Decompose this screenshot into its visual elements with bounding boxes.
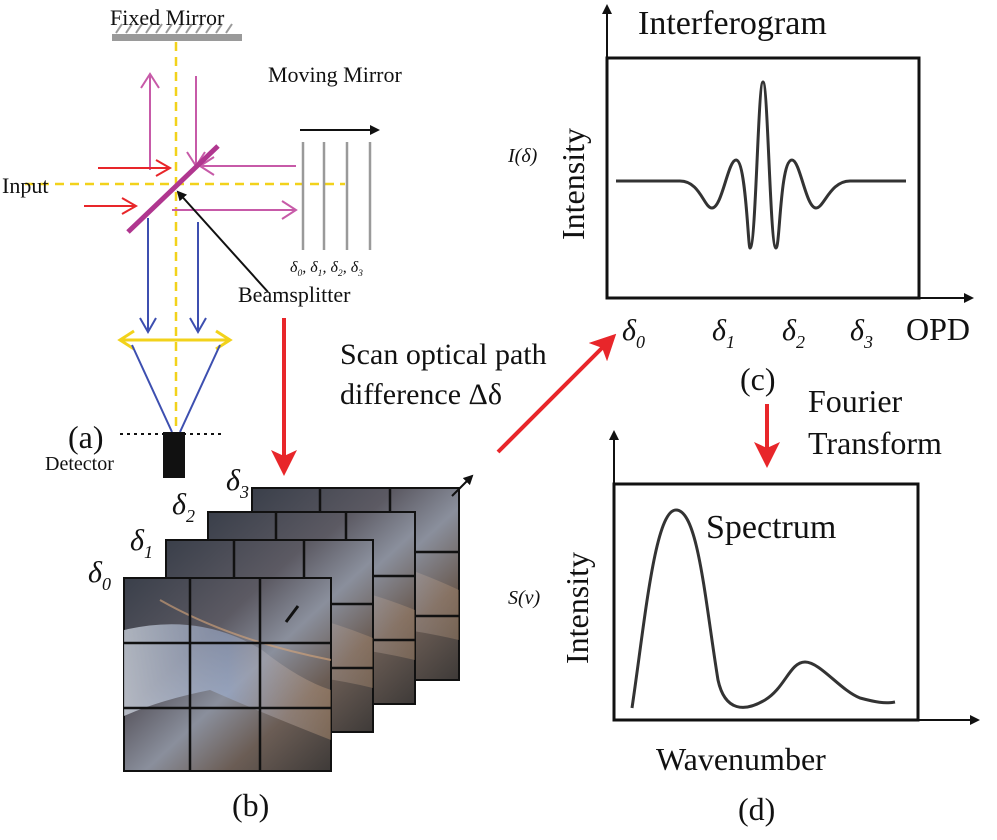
- to-interferogram-arrow: [496, 333, 617, 454]
- frame-label-d3: δ3: [226, 464, 249, 502]
- image-stack: δ3 δ2 δ1 δ0 (b): [88, 464, 474, 823]
- fixed-mirror-label: Fixed Mirror: [110, 5, 225, 30]
- interferogram-tick-d3: δ3: [850, 314, 873, 352]
- panel-a-label: (a): [68, 419, 104, 455]
- beamsplitter: [126, 144, 220, 234]
- mirror-positions-label: δ0, δ1, δ2, δ3: [290, 259, 363, 279]
- interferometer-diagram: Fixed Mirror Input: [2, 5, 403, 478]
- spectrum-title: Spectrum: [706, 509, 836, 546]
- fixed-mirror-hatching: [115, 23, 233, 34]
- input-beams: [84, 159, 173, 215]
- panel-d-label: (d): [738, 791, 775, 827]
- interferogram-title: Interferogram: [638, 5, 827, 42]
- converging-beams: [131, 344, 221, 433]
- interferogram-yfunc: I(δ): [507, 145, 538, 167]
- image-frame-0: [123, 577, 332, 772]
- fixed-mirror: [112, 34, 242, 41]
- stack-pixel-arrow: [451, 474, 474, 497]
- frame-label-d0: δ0: [88, 556, 111, 594]
- spectrum-frame: [612, 482, 920, 722]
- moving-mirror-positions: [301, 142, 372, 250]
- spectrum-ylabel: Intensity: [559, 552, 595, 664]
- interferogram-chart: Interferogram Intensity I(δ) δ0 δ1 δ2 δ3…: [507, 4, 974, 397]
- spectrum-curve: [630, 508, 896, 709]
- interferogram-ylabel: Intensity: [555, 128, 591, 240]
- spectrum-chart: Spectrum Intensity S(ν) Wavenumber (d): [508, 430, 980, 827]
- beamsplitter-pointer: [176, 190, 269, 293]
- fixed-arm-beams: [140, 72, 206, 170]
- interferogram-tick-d2: δ2: [782, 314, 805, 352]
- interferogram-tick-d0: δ0: [622, 314, 645, 352]
- frame-label-d1: δ1: [130, 524, 153, 562]
- interferogram-curve: [616, 80, 906, 250]
- moving-arm-beams: [172, 156, 298, 220]
- fourier-text-line1: Fourier: [808, 383, 903, 419]
- frame-label-d2: δ2: [172, 488, 195, 526]
- spectrum-xlabel: Wavenumber: [656, 741, 826, 777]
- fourier-text-line2: Transform: [808, 425, 942, 461]
- detector-label: Detector: [45, 453, 114, 475]
- focusing-lens: [117, 329, 233, 351]
- detector: [163, 432, 185, 478]
- input-label: Input: [2, 173, 48, 198]
- scan-text-line2: difference Δδ: [340, 378, 502, 411]
- interferogram-frame: [605, 56, 921, 300]
- moving-mirror-label: Moving Mirror: [268, 62, 403, 87]
- spectrum-yfunc: S(ν): [508, 587, 541, 609]
- panel-b-label: (b): [232, 787, 269, 823]
- interferogram-tick-d1: δ1: [712, 314, 735, 352]
- panel-c-label: (c): [740, 361, 776, 397]
- interferogram-xlabel: OPD: [906, 311, 970, 347]
- beamsplitter-label: Beamsplitter: [238, 282, 351, 307]
- scan-text-line1: Scan optical path: [340, 338, 547, 371]
- output-beams: [139, 218, 207, 335]
